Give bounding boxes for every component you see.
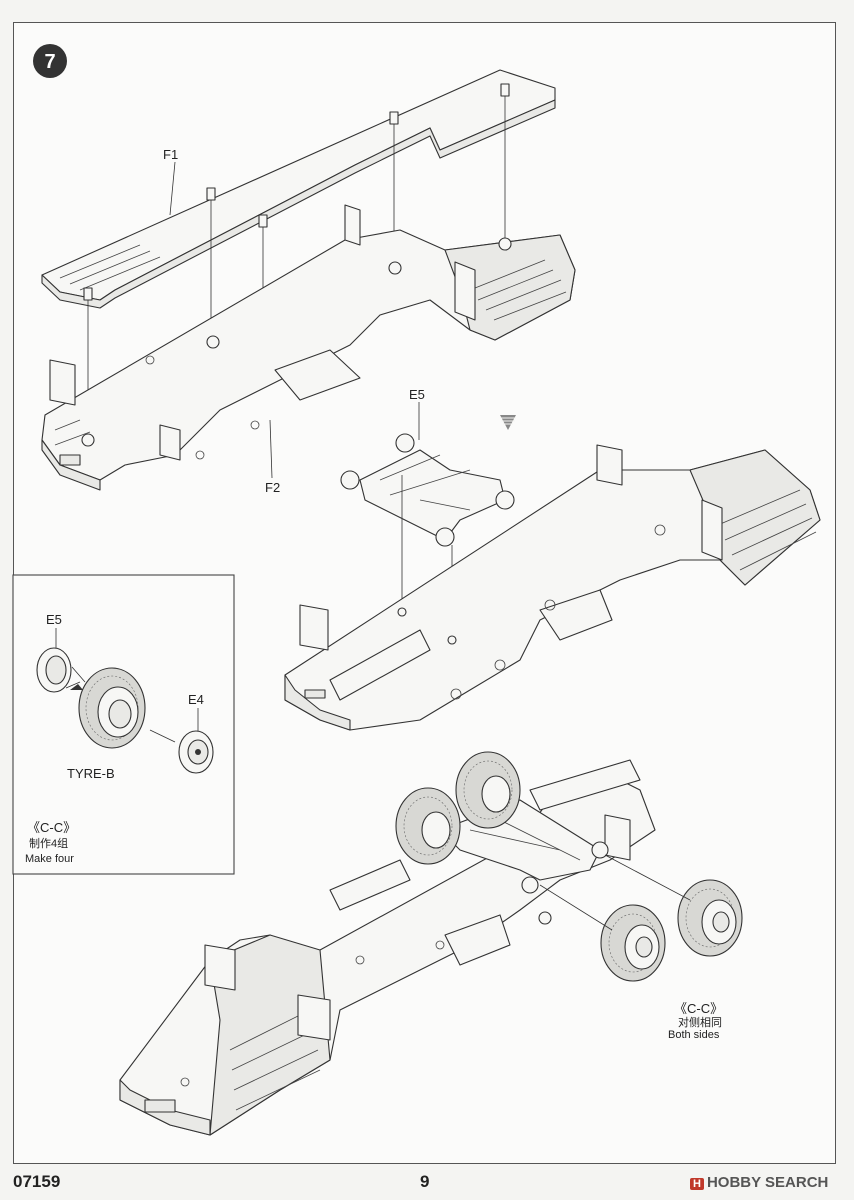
watermark-logo: H [690,1178,704,1190]
label-f2: F2 [265,480,280,495]
product-code: 07159 [13,1172,61,1191]
part-f2-frame [41,204,576,491]
inset-en: Make four [25,853,74,865]
inset-cn: 制作4组 [29,836,68,850]
label-e5-inset: E5 [46,612,62,627]
both-sides-cn: 对侧相同 [678,1015,722,1029]
mounted-wheels [395,751,521,865]
direction-arrow [500,415,516,430]
label-tyre-b: TYRE-B [67,766,115,781]
both-sides-code: 《C-C》 [674,1001,723,1016]
inset-code: 《C-C》 [27,820,76,835]
loose-wheels [539,854,743,982]
inset-wheel-assembly [36,647,214,774]
label-f1: F1 [163,147,178,162]
part-e5-bracket [340,433,515,547]
both-sides-en: Both sides [668,1029,720,1041]
label-e5-top: E5 [409,387,425,402]
page-number: 9 [420,1172,430,1191]
step-badge: 7 [33,44,67,78]
step-number: 7 [44,51,55,73]
leader-f2 [269,419,273,479]
mid-chassis [284,444,821,731]
watermark-text: HOBBY SEARCH [706,1174,829,1191]
leader-f1 [169,161,176,216]
label-e4-inset: E4 [188,692,204,707]
